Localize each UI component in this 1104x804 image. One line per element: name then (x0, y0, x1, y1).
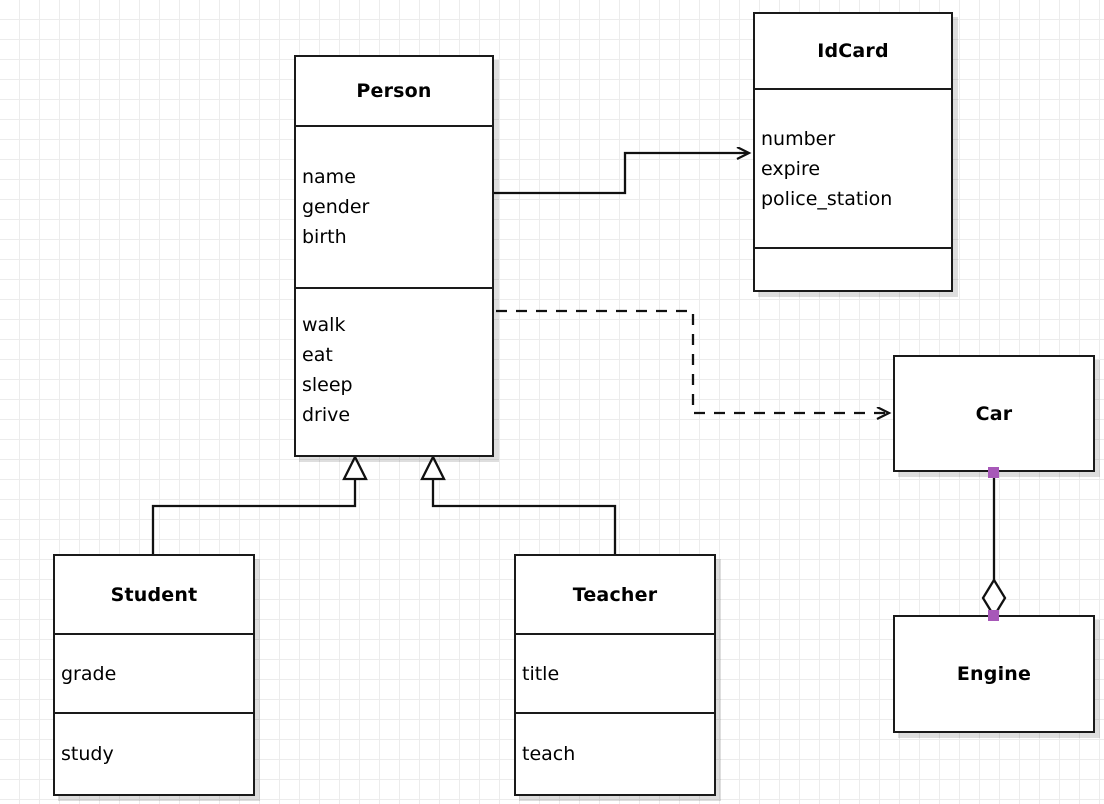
uml-class-teacher[interactable]: Teacher title teach (514, 554, 716, 796)
attribute-item: name (302, 166, 356, 188)
class-attributes-student: grade (55, 633, 253, 712)
inheritance-triangle-teacher (420, 454, 446, 481)
attribute-item: number (761, 127, 836, 150)
class-title-teacher: Teacher (516, 556, 714, 633)
attribute-item: police_station (761, 187, 893, 210)
method-item: drive (302, 404, 351, 426)
method-item: eat (302, 344, 333, 366)
edge-handle-source[interactable] (988, 467, 999, 478)
inheritance-triangle-student (342, 454, 368, 481)
class-attributes-teacher: title (516, 633, 714, 712)
method-item: sleep (302, 374, 353, 396)
class-name-text: Student (110, 583, 198, 606)
attribute-item: gender (302, 196, 370, 218)
uml-class-person[interactable]: Person name gender birth walk eat sleep … (294, 55, 494, 457)
class-name-text: Person (356, 80, 432, 102)
class-title-student: Student (55, 556, 253, 633)
class-title-car: Car (895, 357, 1093, 470)
class-methods-student: study (55, 712, 253, 794)
attribute-item: grade (61, 662, 117, 685)
attribute-item: birth (302, 226, 347, 248)
class-methods-idcard (755, 247, 951, 286)
class-title-person: Person (296, 57, 492, 125)
uml-class-engine[interactable]: Engine (893, 615, 1095, 733)
class-name-text: Car (975, 402, 1013, 425)
uml-class-car[interactable]: Car (893, 355, 1095, 472)
edge-teacher-person[interactable] (431, 479, 617, 556)
class-attributes-person: name gender birth (296, 125, 492, 287)
class-title-engine: Engine (895, 617, 1093, 731)
edge-person-car[interactable] (496, 309, 888, 413)
uml-class-student[interactable]: Student grade study (53, 554, 255, 796)
class-name-text: Teacher (572, 583, 658, 606)
attribute-item: title (522, 662, 560, 685)
uml-class-idcard[interactable]: IdCard number expire police_station (753, 12, 953, 292)
method-item: walk (302, 314, 346, 336)
edge-person-idcard[interactable] (494, 153, 748, 195)
attribute-item: expire (761, 157, 821, 180)
method-item: teach (522, 743, 576, 765)
class-name-text: IdCard (817, 40, 889, 62)
class-methods-teacher: teach (516, 712, 714, 794)
method-item: study (61, 743, 114, 765)
class-attributes-idcard: number expire police_station (755, 88, 951, 247)
edge-handle-target[interactable] (988, 610, 999, 621)
class-title-idcard: IdCard (755, 14, 951, 88)
class-methods-person: walk eat sleep drive (296, 287, 492, 451)
edge-student-person[interactable] (151, 479, 357, 556)
class-name-text: Engine (956, 663, 1032, 685)
